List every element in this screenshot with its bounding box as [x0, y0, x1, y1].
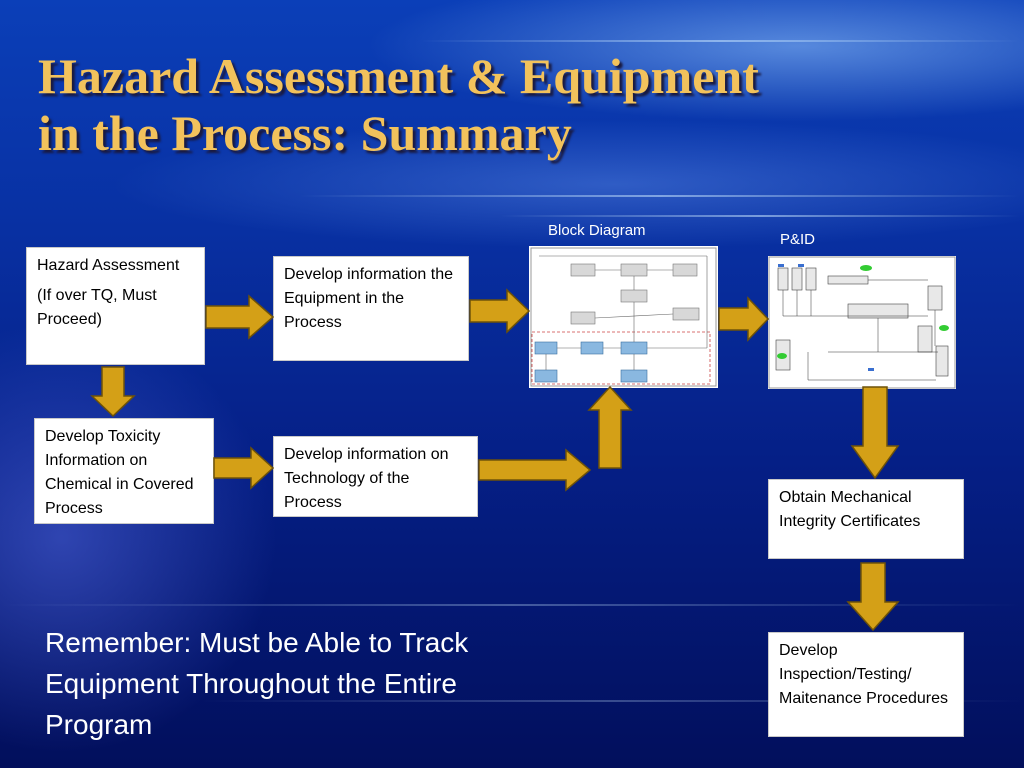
hazard-assessment-box: Hazard Assessment (If over TQ, Must Proc… [26, 247, 205, 365]
toxicity-info-label: Develop Toxicity Information on Chemical… [45, 428, 194, 517]
slide-title: Hazard Assessment & Equipment in the Pro… [38, 48, 998, 162]
mechanical-integrity-label: Obtain Mechanical Integrity Certificates [779, 489, 921, 530]
background-streak [0, 604, 1024, 606]
right-arrow-icon [469, 288, 531, 334]
technology-info-box: Develop information on Technology of the… [273, 436, 478, 517]
equipment-info-label: Develop information the Equipment in the… [284, 266, 453, 331]
right-arrow-icon [213, 446, 275, 490]
reminder-note: Remember: Must be Able to Track Equipmen… [45, 627, 469, 740]
background-streak [200, 700, 1024, 702]
hazard-assessment-label: Hazard Assessment [37, 257, 180, 274]
down-arrow-icon [846, 562, 900, 632]
toxicity-info-box: Develop Toxicity Information on Chemical… [34, 418, 214, 524]
down-arrow-icon [90, 366, 136, 418]
right-arrow-icon [718, 296, 770, 342]
right-arrow-icon [205, 294, 275, 340]
inspection-procedures-box: Develop Inspection/Testing/ Maitenance P… [768, 632, 964, 737]
equipment-info-box: Develop information the Equipment in the… [273, 256, 469, 361]
hazard-threshold-note: (If over TQ, Must Proceed) [37, 287, 157, 328]
block-diagram-image [529, 246, 718, 388]
pid-caption: P&ID [780, 231, 816, 248]
background-streak [500, 215, 1020, 217]
background-streak [300, 195, 1020, 197]
slide-title-line-2: in the Process: Summary [38, 105, 572, 161]
technology-info-label: Develop information on Technology of the… [284, 446, 449, 511]
slide-title-line-1: Hazard Assessment & Equipment [38, 48, 759, 104]
right-arrow-icon [478, 448, 592, 492]
pid-image [768, 256, 956, 389]
background-streak [420, 40, 1020, 42]
inspection-procedures-label: Develop Inspection/Testing/ Maitenance P… [779, 642, 948, 707]
mechanical-integrity-box: Obtain Mechanical Integrity Certificates [768, 479, 964, 559]
block-diagram-caption: Block Diagram [548, 222, 646, 239]
up-arrow-icon [587, 386, 633, 469]
down-arrow-icon [850, 386, 900, 480]
